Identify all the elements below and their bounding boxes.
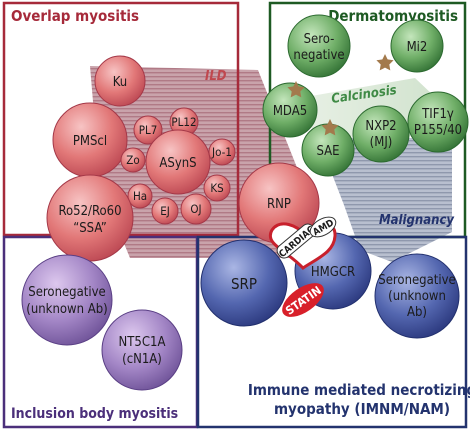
svg-text:PL7: PL7 [139, 123, 158, 137]
antibody-ha: Ha [127, 183, 153, 209]
svg-text:Ab): Ab) [407, 305, 427, 320]
malignancy-zone [318, 138, 452, 262]
svg-text:Ha: Ha [133, 189, 147, 203]
calcinosis-star-icon [321, 119, 339, 136]
svg-text:P155/40: P155/40 [414, 123, 462, 138]
malignancy-label: Malignancy [379, 213, 455, 228]
antibody-ks: KS [203, 174, 231, 202]
svg-text:Ro52/Ro60: Ro52/Ro60 [58, 204, 121, 219]
svg-text:RNP: RNP [267, 197, 291, 212]
antibody-pl7: PL7 [133, 115, 163, 145]
antibody-srp: SRP [200, 239, 288, 327]
svg-text:Mi2: Mi2 [407, 40, 428, 55]
svg-text:ASynS: ASynS [159, 156, 196, 171]
antibody-seronegative-dm: Sero- negative [287, 14, 351, 78]
svg-text:HMGCR: HMGCR [311, 265, 355, 280]
svg-text:SRP: SRP [231, 275, 257, 293]
svg-text:EJ: EJ [160, 204, 170, 218]
antibody-pl12: PL12 [169, 107, 199, 137]
antibody-ej: EJ [151, 197, 179, 225]
imnm-title-line2: myopathy (IMNM/NAM) [274, 400, 450, 418]
antibody-rnp: RNP [238, 162, 320, 244]
calcinosis-star-icon [376, 54, 394, 71]
ibm-title: Inclusion body myositis [11, 406, 178, 422]
antibody-nxp2: NXP2 (MJ) [352, 105, 410, 163]
antibody-sae: SAE [301, 123, 355, 177]
svg-text:(unknown Ab): (unknown Ab) [26, 302, 107, 317]
antibody-jo1: Jo-1 [208, 138, 236, 166]
svg-text:Seronegative: Seronegative [378, 273, 455, 288]
antibody-ro52-ro60: Ro52/Ro60 “SSA” [46, 174, 134, 262]
svg-text:Sero-: Sero- [304, 32, 335, 47]
antibody-oj: OJ [180, 193, 212, 225]
svg-text:MDA5: MDA5 [273, 104, 307, 119]
antibody-pmscl: PMScl [52, 102, 128, 178]
dermatomyositis-title: Dermatomyositis [328, 7, 458, 25]
overlap-myositis-title: Overlap myositis [11, 7, 139, 25]
svg-text:Seronegative: Seronegative [28, 285, 105, 300]
svg-text:(cN1A): (cN1A) [122, 352, 162, 367]
svg-text:PL12: PL12 [171, 115, 196, 129]
svg-text:negative: negative [293, 48, 344, 63]
svg-text:PMScl: PMScl [73, 134, 107, 149]
svg-text:(MJ): (MJ) [370, 135, 393, 150]
imnm-title-line1: Immune mediated necrotizing [248, 381, 470, 399]
svg-text:Jo-1: Jo-1 [211, 145, 232, 159]
svg-text:KS: KS [210, 181, 223, 195]
antibody-mi2: Mi2 [390, 19, 444, 73]
svg-text:SAE: SAE [316, 144, 339, 159]
svg-text:NT5C1A: NT5C1A [119, 335, 166, 350]
antibody-seronegative-ibm: Seronegative (unknown Ab) [21, 254, 113, 346]
ild-label: ILD [205, 69, 227, 84]
svg-text:NXP2: NXP2 [365, 119, 396, 134]
svg-text:TIF1γ: TIF1γ [421, 107, 454, 122]
antibody-tif1: TIF1γ P155/40 [407, 91, 469, 153]
calcinosis-star-icon [287, 81, 305, 98]
antibody-seronegative-imnm: Seronegative (unknown Ab) [374, 253, 460, 339]
antibody-ku: Ku [94, 55, 146, 107]
svg-text:Zo: Zo [126, 153, 139, 167]
svg-text:OJ: OJ [190, 202, 201, 216]
svg-text:“SSA”: “SSA” [73, 221, 107, 236]
antibody-nt5c1a: NT5C1A (cN1A) [101, 309, 183, 391]
antibody-asyns: ASynS [145, 129, 211, 195]
antibody-mda5: MDA5 [262, 82, 318, 138]
svg-text:Ku: Ku [113, 75, 127, 90]
antibody-zo: Zo [120, 147, 146, 173]
svg-text:(unknown: (unknown [388, 289, 446, 304]
